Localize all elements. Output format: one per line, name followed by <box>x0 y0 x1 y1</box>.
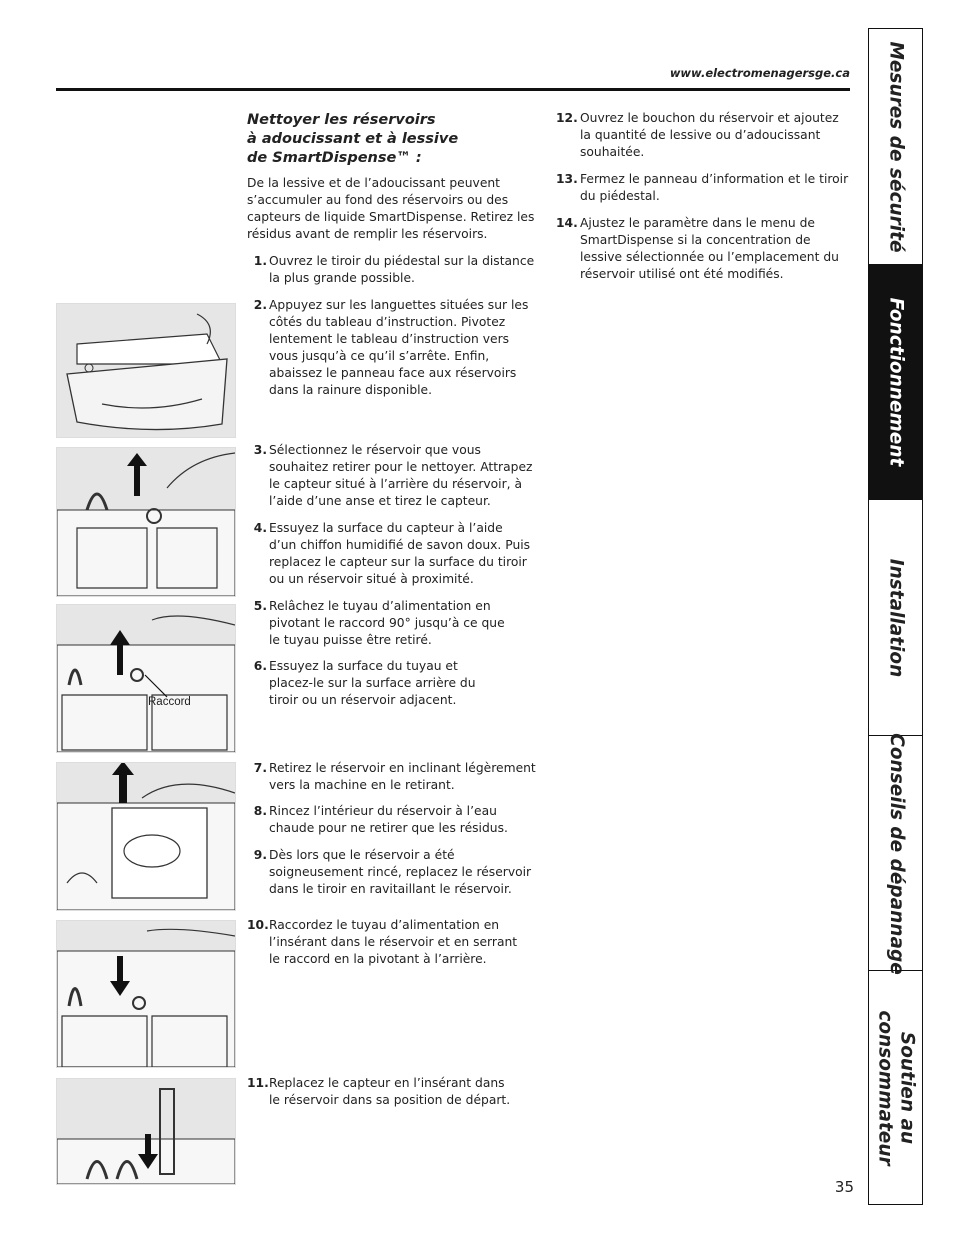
figure-drawer-open <box>56 303 236 438</box>
sensor-replace-illustration <box>57 1079 235 1184</box>
page-number: 35 <box>834 1178 854 1196</box>
figure-hose-connect <box>56 920 236 1068</box>
tab-label: Soutien au consommateur <box>874 1009 918 1166</box>
figure-sensor-remove <box>56 447 236 597</box>
figure-tank-remove <box>56 762 236 911</box>
step-number: 2. <box>253 298 267 312</box>
step-number: 3. <box>253 443 267 457</box>
drawer-illustration <box>57 304 235 437</box>
figure-hose-release: Raccord <box>56 604 236 753</box>
step-number: 11. <box>247 1076 269 1090</box>
step-number: 12. <box>556 111 578 125</box>
section-intro: De la lessive et de l’adoucissant peuven… <box>247 176 535 241</box>
step-number: 10. <box>247 918 269 932</box>
side-tab-strip: Mesures de sécurité Fonctionnement Insta… <box>868 28 923 1205</box>
step-text: Sélectionnez le réservoir que vous souha… <box>269 443 533 508</box>
step-number: 1. <box>253 254 267 268</box>
website-url: www.electromenagersge.ca <box>669 66 850 80</box>
step-number: 4. <box>253 521 267 535</box>
step-text: Replacez le capteur en l’insérant dans l… <box>269 1076 511 1107</box>
step-text: Raccordez le tuyau d’alimentation en l’i… <box>269 918 518 966</box>
hose-illustration: Raccord <box>57 605 235 752</box>
tab-label: Mesures de sécurité <box>885 40 907 253</box>
step-text: Relâchez le tuyau d’alimentation en pivo… <box>269 599 505 647</box>
figure-sensor-replace <box>56 1078 236 1185</box>
step-text: Ajustez le paramètre dans le menu de Sma… <box>580 216 839 281</box>
step-text: Essuyez la surface du tuyau et placez-le… <box>269 659 476 707</box>
figure-label-raccord: Raccord <box>148 696 191 708</box>
header-rule <box>56 88 850 91</box>
tab-conseils-de-depannage[interactable]: Conseils de dépannage <box>869 733 922 974</box>
step-text: Fermez le panneau d’information et le ti… <box>580 172 849 203</box>
step-text: Rincez l’intérieur du réservoir à l’eau … <box>269 804 508 835</box>
tab-label: Conseils de dépannage <box>885 732 907 975</box>
step-number: 7. <box>253 761 267 775</box>
section-title: Nettoyer les réservoirs à adoucissant et… <box>247 111 547 168</box>
step-number: 9. <box>253 848 267 862</box>
step-number: 13. <box>556 172 578 186</box>
section-title-line: de SmartDispense™ : <box>247 150 422 166</box>
step-text: Ouvrez le bouchon du réservoir et ajoute… <box>580 111 839 159</box>
step-number: 14. <box>556 216 578 230</box>
section-title-line: à adoucissant et à lessive <box>247 131 459 147</box>
section-title-line: Nettoyer les réservoirs <box>247 112 436 128</box>
connect-illustration <box>57 921 235 1067</box>
tab-installation[interactable]: Installation <box>869 500 922 735</box>
tab-label: Installation <box>885 558 907 677</box>
step-text: Ouvrez le tiroir du piédestal sur la dis… <box>269 254 535 285</box>
step-text: Appuyez sur les languettes situées sur l… <box>269 298 529 397</box>
tab-soutien-au-consommateur[interactable]: Soutien au consommateur <box>869 970 922 1204</box>
tab-label: Fonctionnement <box>885 297 907 467</box>
step-number: 6. <box>253 659 267 673</box>
tab-fonctionnement[interactable]: Fonctionnement <box>869 264 922 500</box>
sensor-illustration <box>57 448 235 596</box>
step-text: Dès lors que le réservoir a été soigneus… <box>269 848 532 896</box>
step-text: Essuyez la surface du capteur à l’aide d… <box>269 521 531 586</box>
tab-mesures-de-securite[interactable]: Mesures de sécurité <box>869 29 922 264</box>
step-text: Retirez le réservoir en inclinant légère… <box>269 761 536 792</box>
step-number: 8. <box>253 804 267 818</box>
step-number: 5. <box>253 599 267 613</box>
tank-illustration <box>57 763 235 910</box>
